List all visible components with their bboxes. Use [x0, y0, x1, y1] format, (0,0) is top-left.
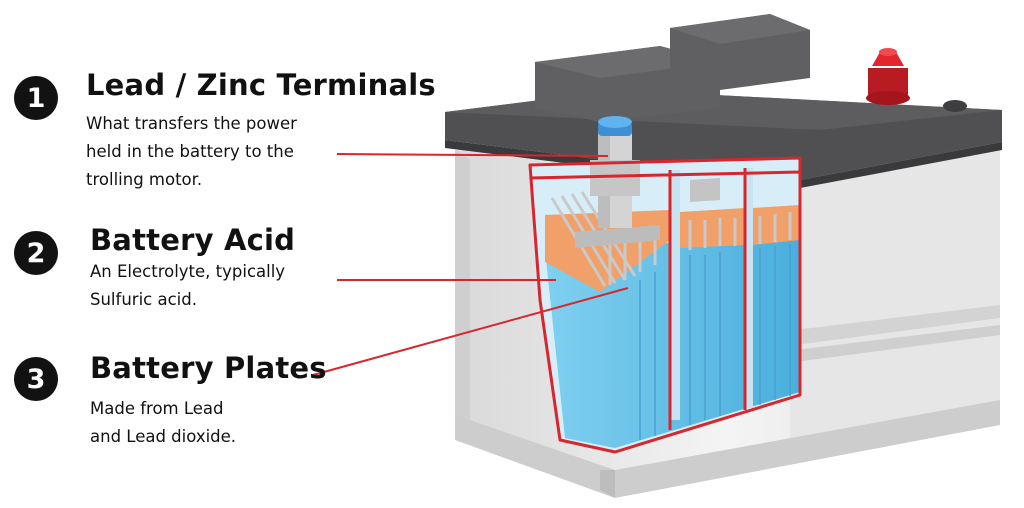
cutaway-outline [528, 156, 802, 454]
callout-3-description: Made from Lead and Lead dioxide. [90, 399, 237, 446]
battery-cutaway [528, 116, 802, 454]
callout-1-title: Lead / Zinc Terminals [86, 68, 436, 102]
terminal-post [590, 116, 640, 228]
positive-terminal-icon [866, 48, 910, 105]
leader-line-1 [336, 153, 609, 157]
callout-2-title: Battery Acid [90, 223, 296, 257]
leader-line-3 [312, 287, 629, 376]
callout-2-number: 2 [14, 231, 58, 275]
callout-1-number: 1 [14, 76, 58, 120]
callout-3-title: Battery Plates [90, 351, 327, 385]
callout-3-number: 3 [14, 357, 58, 401]
battery-lid [445, 14, 1002, 188]
callout-2-description: An Electrolyte, typically Sulfuric acid. [90, 262, 286, 309]
callout-1-description: What transfers the power held in the bat… [86, 114, 297, 189]
